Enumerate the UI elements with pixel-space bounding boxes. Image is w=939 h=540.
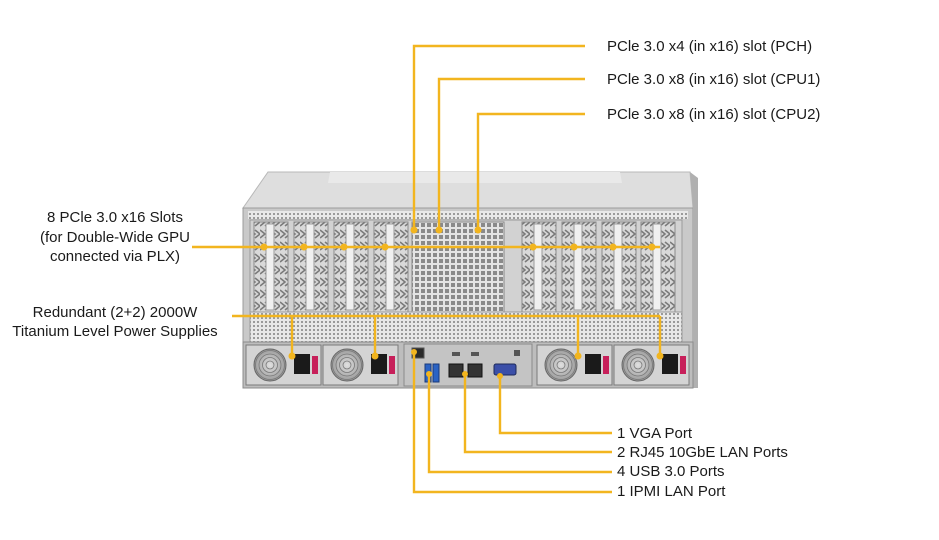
slot-divider xyxy=(265,223,275,311)
io-panel xyxy=(403,343,533,387)
power-inlet[interactable] xyxy=(585,354,601,374)
callout-cpu1-slot: PCle 3.0 x8 (in x16) slot (CPU1) xyxy=(607,71,821,88)
psu-release-handle[interactable] xyxy=(680,356,686,374)
callout-dots xyxy=(260,226,664,379)
callout-gpu-slots-line2: (for Double-Wide GPU xyxy=(39,229,191,246)
fan-grill-ring xyxy=(626,353,650,377)
slot-divider xyxy=(345,223,355,311)
callout-vga-port: 1 VGA Port xyxy=(617,425,693,442)
fan-grill-ring xyxy=(332,350,362,380)
slot-divider xyxy=(385,223,395,311)
fan-grill-ring xyxy=(553,357,569,373)
psu-release-handle[interactable] xyxy=(312,356,318,374)
lan-port[interactable] xyxy=(467,363,483,378)
slot-divider xyxy=(573,223,583,311)
power-inlet[interactable] xyxy=(294,354,310,374)
usb-port[interactable] xyxy=(432,363,440,383)
fan-grill-ring xyxy=(623,350,653,380)
callout-lan-ports: 2 RJ45 10GbE LAN Ports xyxy=(617,444,788,461)
slot-divider xyxy=(652,223,662,311)
callout-lines xyxy=(192,44,662,494)
psu-release-handle[interactable] xyxy=(389,356,395,374)
callout-ipmi-port: 1 IPMI LAN Port xyxy=(617,483,726,500)
callout-gpu-slots-line1: 8 PCle 3.0 x16 Slots xyxy=(47,209,183,226)
power-inlet[interactable] xyxy=(662,354,678,374)
fan-grill-ring xyxy=(630,357,646,373)
fan-grill-ring xyxy=(342,360,352,370)
slot-divider xyxy=(613,223,623,311)
pcie-grill xyxy=(411,221,505,329)
fan-grill-ring xyxy=(556,360,566,370)
callout-power-line1: Redundant (2+2) 2000W xyxy=(32,304,198,321)
lan-port[interactable] xyxy=(448,363,464,378)
slot-divider xyxy=(305,223,315,311)
psu-release-handle[interactable] xyxy=(603,356,609,374)
fan-grill-ring xyxy=(255,350,285,380)
vga-port[interactable] xyxy=(493,363,517,376)
fan-grill-ring xyxy=(335,353,359,377)
slot-divider xyxy=(533,223,543,311)
callout-gpu-slots-line3: connected via PLX) xyxy=(49,248,181,265)
fan-grill-ring xyxy=(339,357,355,373)
callout-cpu2-slot: PCle 3.0 x8 (in x16) slot (CPU2) xyxy=(607,106,821,123)
callout-usb-ports: 4 USB 3.0 Ports xyxy=(617,463,725,480)
callout-pch-slot: PCle 3.0 x4 (in x16) slot (PCH) xyxy=(607,38,813,55)
fan-grill-ring xyxy=(265,360,275,370)
fan-grill-ring xyxy=(546,350,576,380)
fan-grill-ring xyxy=(262,357,278,373)
fan-grill-ring xyxy=(549,353,573,377)
callout-power-line2: Titanium Level Power Supplies xyxy=(12,323,218,340)
fan-grill-ring xyxy=(633,360,643,370)
fan-grill-ring xyxy=(258,353,282,377)
